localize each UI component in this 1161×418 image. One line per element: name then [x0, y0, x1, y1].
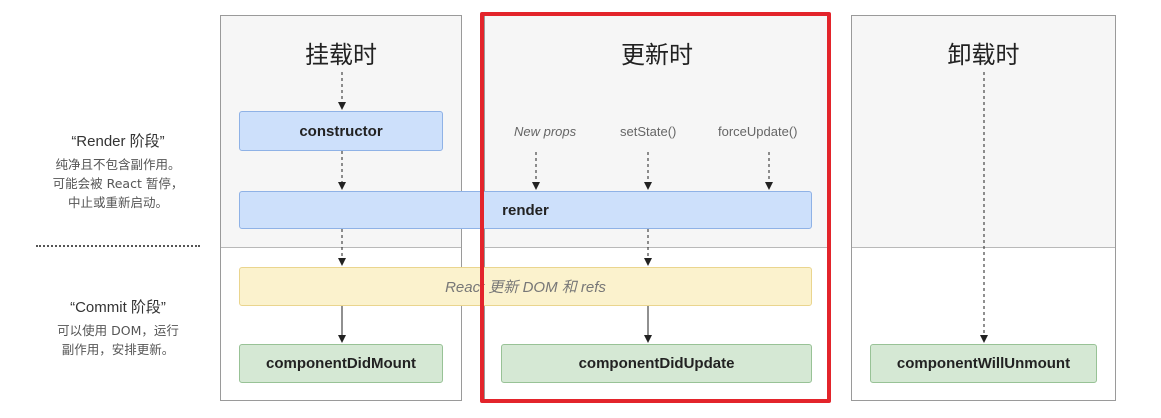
render-desc-line: 纯净且不包含副作用。	[55, 157, 181, 172]
trigger-new-props: New props	[514, 124, 577, 139]
commit-desc-line: 副作用，安排更新。	[61, 342, 175, 357]
constructor-box[interactable]: constructor	[239, 111, 443, 151]
render-box[interactable]: render	[239, 191, 812, 229]
commit-desc-line: 可以使用 DOM，运行	[57, 323, 179, 338]
update-highlight-frame	[480, 12, 831, 403]
dom-update-box: React 更新 DOM 和 refs	[239, 267, 812, 306]
render-phase-title: “Render 阶段”	[71, 133, 165, 150]
render-desc-line: 可能会被 React 暂停，	[52, 176, 184, 191]
render-phase-description: 纯净且不包含副作用。 可能会被 React 暂停， 中止或重新启动。	[36, 155, 200, 212]
phase-divider	[36, 245, 200, 247]
mounting-title: 挂载时	[305, 41, 377, 69]
trigger-set-state: setState()	[620, 124, 677, 139]
trigger-force-update: forceUpdate()	[718, 124, 798, 139]
component-will-unmount-box[interactable]: componentWillUnmount	[870, 344, 1097, 383]
component-did-update-box[interactable]: componentDidUpdate	[501, 344, 812, 383]
updating-title: 更新时	[621, 41, 693, 69]
render-desc-line: 中止或重新启动。	[67, 195, 168, 210]
commit-phase-title: “Commit 阶段”	[70, 299, 166, 316]
commit-phase-description: 可以使用 DOM，运行 副作用，安排更新。	[36, 321, 200, 359]
unmounting-title: 卸载时	[947, 41, 1020, 69]
component-did-mount-box[interactable]: componentDidMount	[239, 344, 443, 383]
